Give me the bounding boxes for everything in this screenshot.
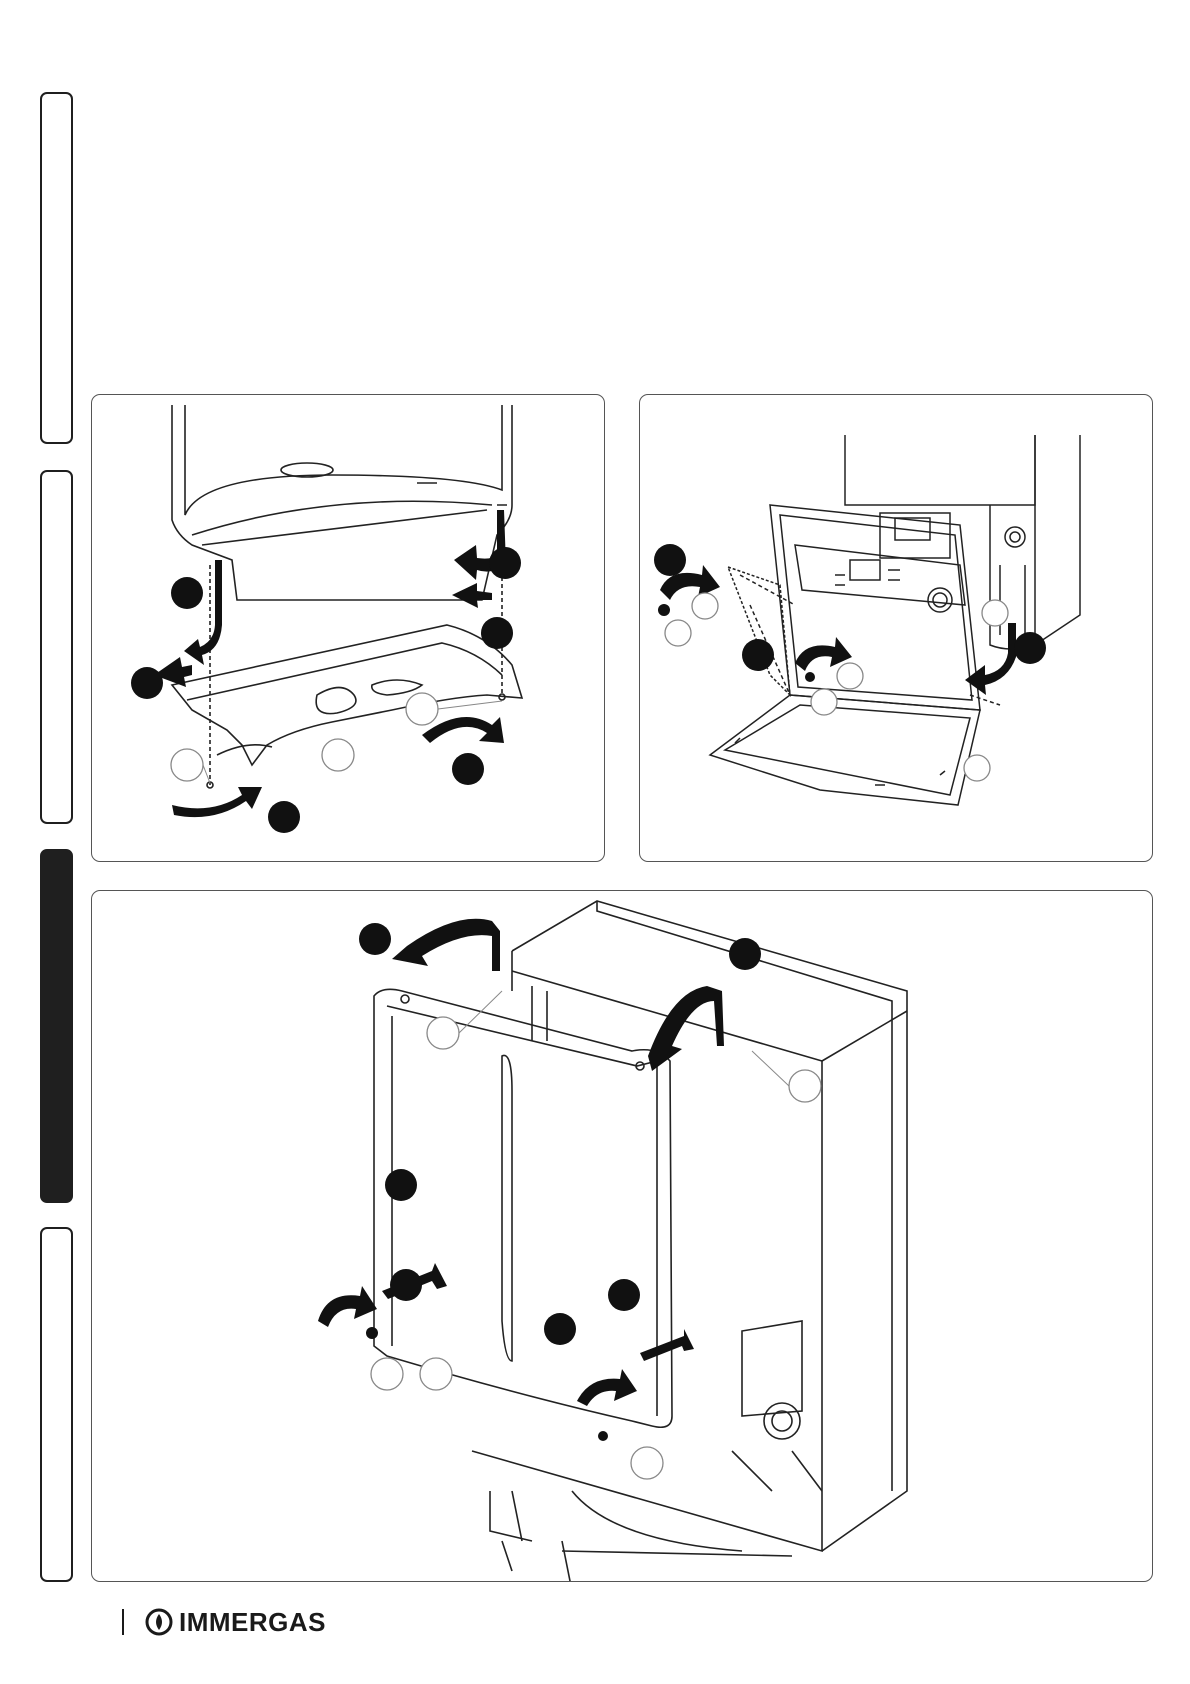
brand-logo: IMMERGAS: [145, 1607, 326, 1637]
side-tab-3[interactable]: [40, 849, 73, 1203]
figure-front-casing-removal: [91, 890, 1153, 1582]
figure-control-panel-opening: [639, 394, 1153, 862]
brand-name: IMMERGAS: [179, 1607, 326, 1637]
side-tab-1[interactable]: [40, 92, 73, 444]
figure-bottom-cover-removal: [91, 394, 605, 862]
front-casing-illustration: [92, 891, 1153, 1582]
immergas-flame-icon: [145, 1608, 173, 1636]
side-tab-2[interactable]: [40, 470, 73, 824]
control-panel-illustration: [640, 395, 1153, 862]
footer-divider: [122, 1609, 124, 1635]
side-tab-4[interactable]: [40, 1227, 73, 1582]
bottom-cover-illustration: [92, 395, 605, 862]
